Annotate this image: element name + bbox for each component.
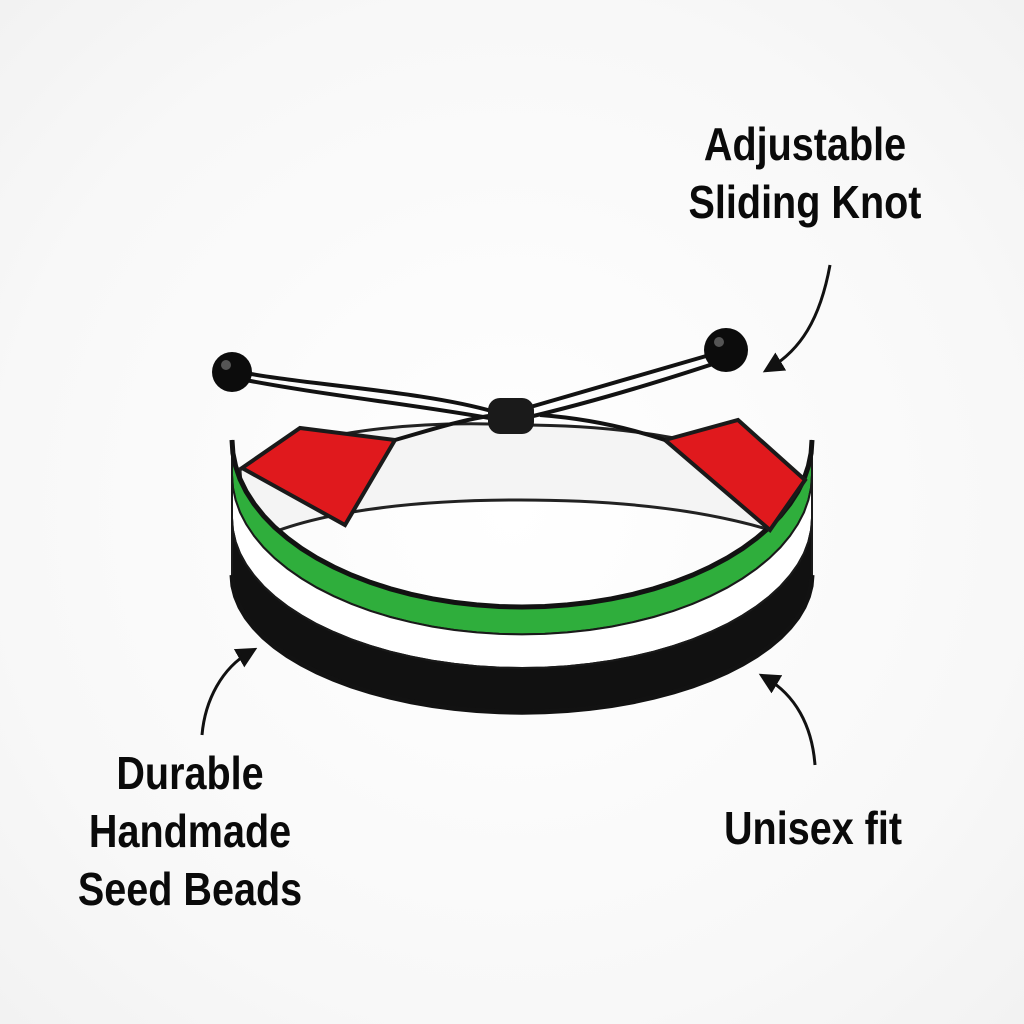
label-line: Unisex fit [723,802,903,854]
label-durable-seed-beads: Durable Handmade Seed Beads [52,744,327,918]
label-line: Handmade [88,805,292,857]
label-line: Seed Beads [77,863,303,915]
band-stripes [229,439,815,715]
label-line: Sliding Knot [688,176,922,228]
label-line: Adjustable [703,118,907,170]
bead-end-right [704,328,748,372]
bead-highlight [221,360,231,370]
bead-end-left [212,352,252,392]
sliding-knot-cord [229,350,726,442]
arrow-knot [762,264,832,373]
arrow-beads [200,647,258,736]
band-edge-bottom [229,574,815,715]
bead-highlight [714,337,724,347]
label-line: Durable [116,747,264,799]
arrow-fit [758,673,817,766]
knot [488,398,534,434]
label-unisex-fit: Unisex fit [684,799,942,857]
label-adjustable-sliding-knot: Adjustable Sliding Knot [676,115,934,231]
